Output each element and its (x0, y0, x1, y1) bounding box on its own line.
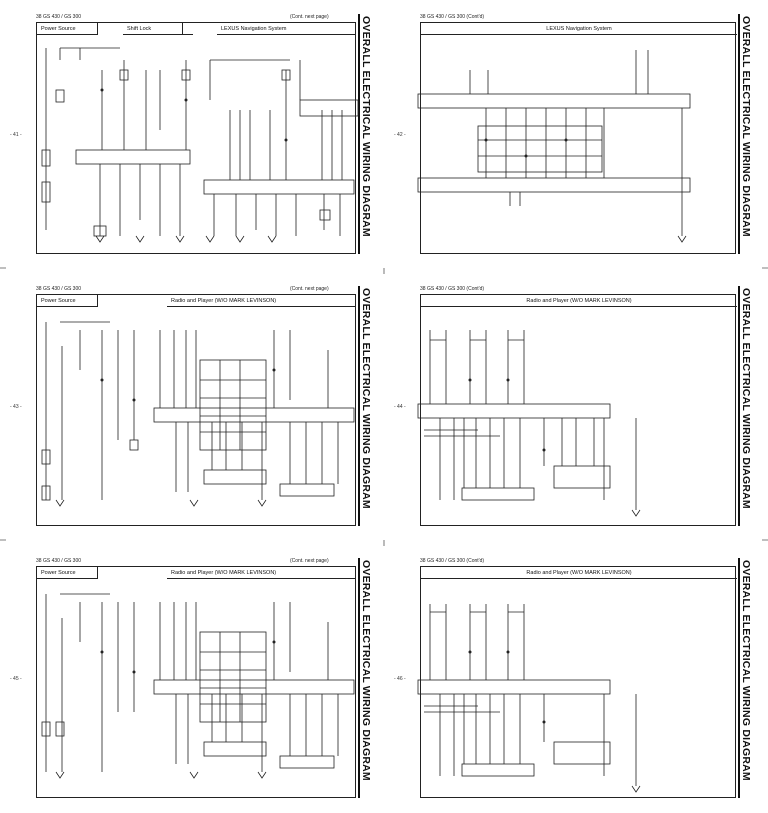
page-header-right: (Cont. next page) (290, 286, 329, 292)
section-label-power-source: Power Source (37, 567, 97, 579)
connector-block (203, 179, 355, 195)
wiring-page-4: 38 GS 430 / GS 300 (Cont'd) Radio and Pl… (384, 280, 752, 535)
section-label-radio: Radio and Player (W/O MARK LEVINSON) (167, 567, 356, 579)
section-label-radio: Radio and Player (W/O MARK LEVINSON) (421, 567, 737, 579)
wiring-page-6: 38 GS 430 / GS 300 (Cont'd) Radio and Pl… (384, 552, 752, 807)
page-side-number: - 43 - (10, 404, 22, 410)
connector-block (75, 149, 191, 165)
section-label-power-source: Power Source (37, 23, 97, 35)
section-label-power-source: Power Source (37, 295, 97, 307)
diagram-frame: Power Source Radio and Player (W/O MARK … (36, 294, 356, 526)
page-side-number: - 46 - (394, 676, 406, 682)
page-header-left: 38 GS 430 / GS 300 (Cont'd) (420, 14, 485, 20)
wiring-page-3: 38 GS 430 / GS 300 (Cont. next page) Pow… (0, 280, 372, 535)
section-label-navigation: LEXUS Navigation System (217, 23, 356, 35)
page-title: OVERALL ELECTRICAL WIRING DIAGRAM (360, 560, 372, 781)
page-header-right: (Cont. next page) (290, 558, 329, 564)
page-header-left: 38 GS 430 / GS 300 (Cont'd) (420, 286, 485, 292)
connector-block (299, 99, 359, 117)
diagram-frame: Radio and Player (W/O MARK LEVINSON) (420, 294, 737, 526)
page-side-number: - 44 - (394, 404, 406, 410)
page-title: OVERALL ELECTRICAL WIRING DIAGRAM (740, 560, 752, 781)
page-header-left: 38 GS 430 / GS 300 (36, 14, 82, 20)
wiring-page-5: 38 GS 430 / GS 300 (Cont. next page) Pow… (0, 552, 372, 807)
page-side-number: - 45 - (10, 676, 22, 682)
page-title: OVERALL ELECTRICAL WIRING DIAGRAM (740, 288, 752, 509)
diagram-frame: LEXUS Navigation System (420, 22, 737, 254)
wiring-page-1: 38 GS 430 / GS 300 (Cont. next page) Pow… (0, 8, 372, 263)
diagram-frame: Radio and Player (W/O MARK LEVINSON) (420, 566, 737, 798)
section-label-navigation: LEXUS Navigation System (421, 23, 737, 35)
wiring-page-2: 38 GS 430 / GS 300 (Cont'd) LEXUS Naviga… (384, 8, 752, 263)
page-header-left: 38 GS 430 / GS 300 (36, 558, 82, 564)
page-header-right: (Cont. next page) (290, 14, 329, 20)
diagram-frame: Power Source Radio and Player (W/O MARK … (36, 566, 356, 798)
section-label-radio: Radio and Player (W/O MARK LEVINSON) (167, 295, 356, 307)
section-label-shift-lock: Shift Lock (123, 23, 193, 35)
page-side-number: - 41 - (10, 132, 22, 138)
diagram-frame: Power Source Shift Lock LEXUS Navigation… (36, 22, 356, 254)
page-title: OVERALL ELECTRICAL WIRING DIAGRAM (360, 16, 372, 237)
section-label-radio: Radio and Player (W/O MARK LEVINSON) (421, 295, 737, 307)
page-header-left: 38 GS 430 / GS 300 (36, 286, 82, 292)
page-header-left: 38 GS 430 / GS 300 (Cont'd) (420, 558, 485, 564)
page-side-number: - 42 - (394, 132, 406, 138)
page-title: OVERALL ELECTRICAL WIRING DIAGRAM (360, 288, 372, 509)
page-title: OVERALL ELECTRICAL WIRING DIAGRAM (740, 16, 752, 237)
